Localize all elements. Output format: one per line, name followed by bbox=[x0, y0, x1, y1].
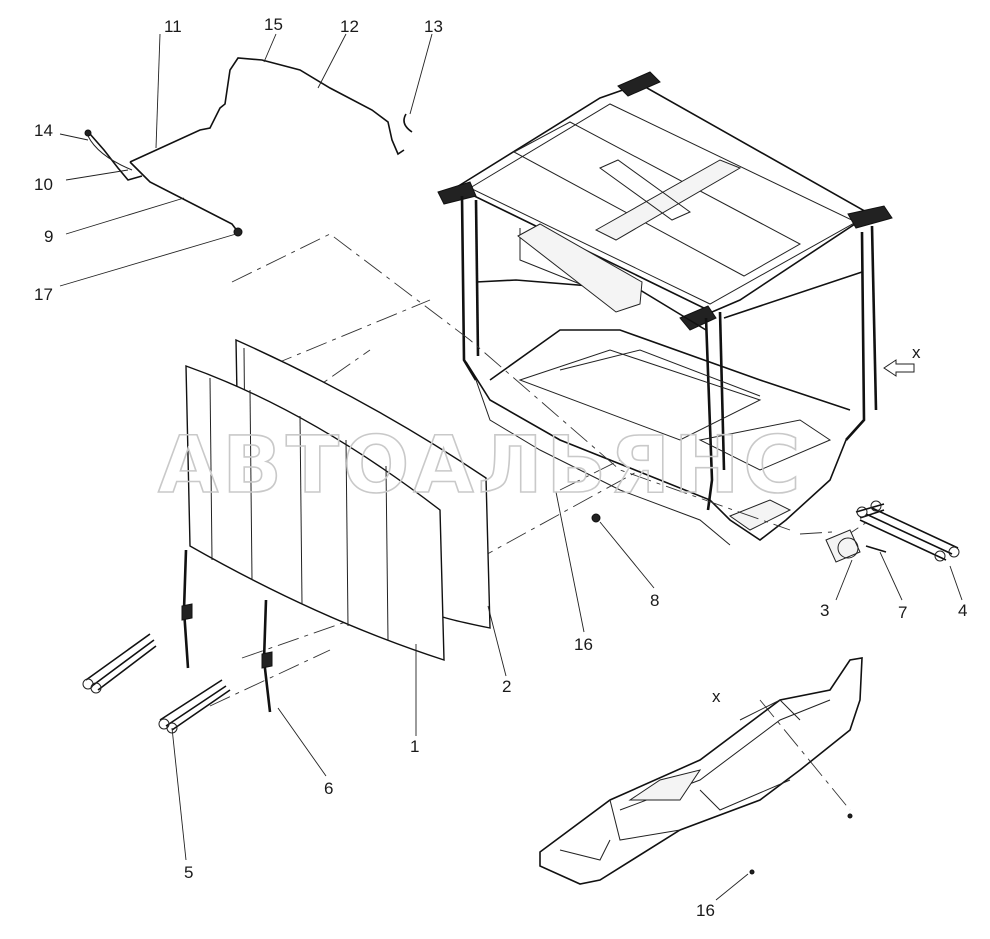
callout-16-upper: 16 bbox=[574, 635, 593, 654]
windshield-panels bbox=[185, 338, 491, 661]
cab-frame bbox=[437, 71, 893, 546]
callout-10: 10 bbox=[34, 175, 53, 194]
lower-body-section bbox=[539, 657, 863, 885]
view-marker-section: x bbox=[712, 687, 721, 706]
callout-1: 1 bbox=[410, 737, 419, 756]
callout-15: 15 bbox=[264, 15, 283, 34]
nozzle-14-icon bbox=[84, 129, 92, 137]
wiper-motor-linkage bbox=[591, 500, 960, 563]
leader-lines bbox=[59, 33, 963, 901]
callout-3: 3 bbox=[820, 601, 829, 620]
washer-hose-assembly bbox=[84, 57, 413, 237]
watermark: АВТОАЛЬЯНС bbox=[158, 421, 805, 511]
clip-13 bbox=[403, 113, 413, 133]
callout-14: 14 bbox=[34, 121, 53, 140]
callout-17: 17 bbox=[34, 285, 53, 304]
callout-13: 13 bbox=[424, 17, 443, 36]
callout-11: 11 bbox=[164, 17, 182, 36]
callout-7: 7 bbox=[898, 603, 907, 622]
callout-9: 9 bbox=[44, 227, 53, 246]
callout-2: 2 bbox=[502, 677, 511, 696]
wiper-components bbox=[82, 549, 273, 734]
tee-17-icon bbox=[233, 227, 243, 237]
callout-4: 4 bbox=[958, 601, 967, 620]
view-marker-arrow: x bbox=[912, 343, 921, 362]
callouts: 1 2 3 4 5 6 7 8 9 10 11 12 13 14 15 16 1… bbox=[34, 15, 967, 920]
view-arrow bbox=[883, 359, 915, 377]
callout-6: 6 bbox=[324, 779, 333, 798]
callout-5: 5 bbox=[184, 863, 193, 882]
callout-12: 12 bbox=[340, 17, 359, 36]
callout-16-lower: 16 bbox=[696, 901, 715, 920]
callout-8: 8 bbox=[650, 591, 659, 610]
